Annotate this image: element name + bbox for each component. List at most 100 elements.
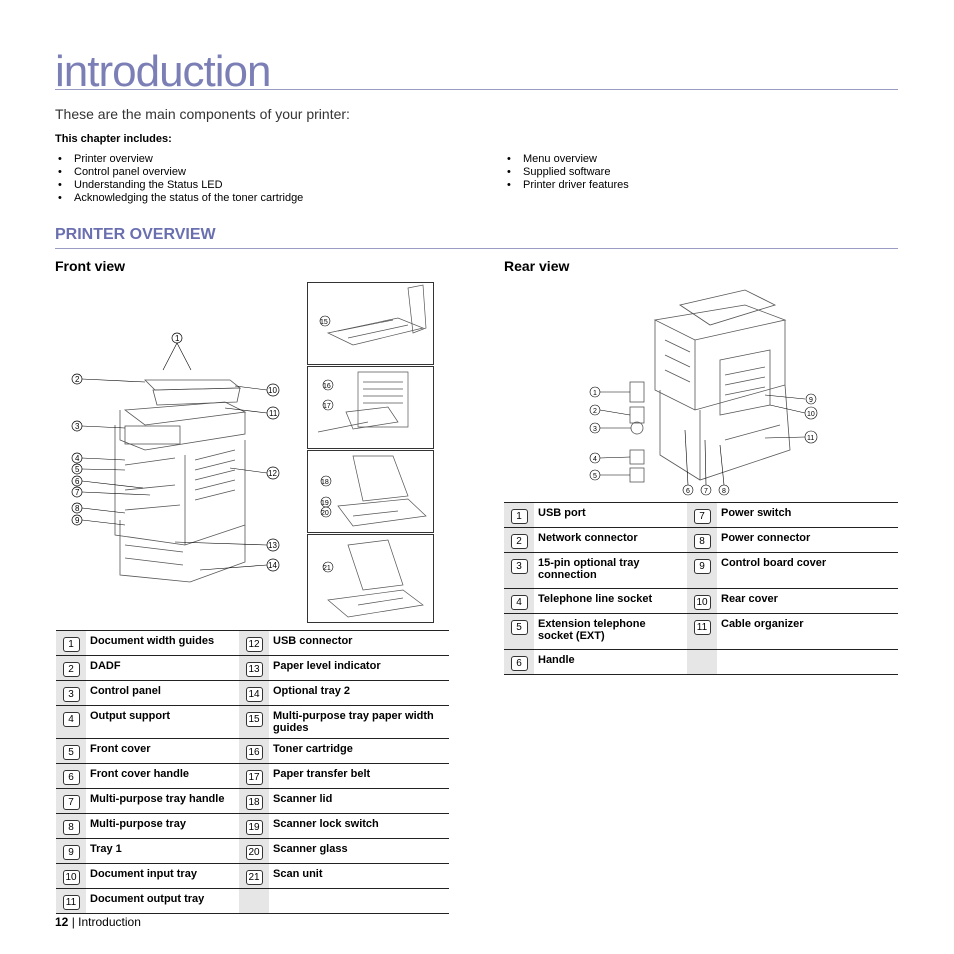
mp-tray-detail-image: 15 xyxy=(307,282,434,365)
footer-chapter: Introduction xyxy=(78,915,141,929)
front-callout-label: 1 xyxy=(175,334,180,343)
number-cell: 8 xyxy=(56,813,86,839)
item-number: 18 xyxy=(245,795,263,810)
rear-callout-label: 1 xyxy=(593,390,597,397)
item-number: 7 xyxy=(693,509,711,524)
toc-left-list: Printer overview Control panel overview … xyxy=(55,153,303,205)
number-cell: 6 xyxy=(504,649,534,675)
number-cell: 10 xyxy=(56,863,86,889)
item-number: 3 xyxy=(62,687,80,702)
item-label: Network connector xyxy=(538,532,638,544)
item-number: 2 xyxy=(62,662,80,677)
item-number: 20 xyxy=(245,845,263,860)
label-cell: Front cover xyxy=(86,738,239,764)
label-cell xyxy=(269,888,449,914)
rear-view-heading: Rear view xyxy=(504,258,570,274)
number-cell: 5 xyxy=(504,613,534,650)
label-cell: USB port xyxy=(534,502,687,528)
label-cell: Rear cover xyxy=(717,588,898,614)
front-callout-label: 4 xyxy=(75,454,80,463)
item-label: Cable organizer xyxy=(721,618,804,630)
item-number: 11 xyxy=(693,620,711,635)
item-label: Document width guides xyxy=(90,635,215,647)
item-label: 15-pin optional tray connection xyxy=(538,557,640,581)
rear-callout-label: 8 xyxy=(722,488,726,495)
front-callout-label: 2 xyxy=(75,375,80,384)
number-cell: 21 xyxy=(239,863,269,889)
item-label: Control board cover xyxy=(721,557,827,569)
item-number: 6 xyxy=(510,656,528,671)
toc-item[interactable]: Understanding the Status LED xyxy=(55,179,303,192)
rear-callout-label: 4 xyxy=(593,456,597,463)
number-cell: 11 xyxy=(56,888,86,914)
item-label: Multi-purpose tray handle xyxy=(90,793,225,805)
label-cell: USB connector xyxy=(269,630,449,656)
toc-right-list: Menu overview Supplied software Printer … xyxy=(504,153,629,192)
item-label: Extension telephone socket (EXT) xyxy=(538,618,646,642)
number-cell xyxy=(687,649,717,675)
label-cell: Power switch xyxy=(717,502,898,528)
item-label: USB connector xyxy=(273,635,353,647)
front-callout-label: 9 xyxy=(75,516,80,525)
label-cell: Multi-purpose tray handle xyxy=(86,788,239,814)
item-label: Scanner lock switch xyxy=(273,818,379,830)
number-cell: 9 xyxy=(56,838,86,864)
item-label: Tray 1 xyxy=(90,843,122,855)
label-cell: DADF xyxy=(86,655,239,681)
number-cell: 13 xyxy=(239,655,269,681)
rear-callout-label: 2 xyxy=(593,408,597,415)
item-label: Front cover handle xyxy=(90,768,190,780)
item-number: 10 xyxy=(693,595,711,610)
number-cell: 3 xyxy=(56,680,86,706)
label-cell: Multi-purpose tray paper width guides xyxy=(269,705,449,739)
toc-item[interactable]: Control panel overview xyxy=(55,166,303,179)
number-cell: 4 xyxy=(504,588,534,614)
label-cell: Paper level indicator xyxy=(269,655,449,681)
toc-item[interactable]: Acknowledging the status of the toner ca… xyxy=(55,192,303,205)
label-cell: Document width guides xyxy=(86,630,239,656)
rear-view-printer-illustration: 1 2 3 4 5 6 7 8 9 10 11 xyxy=(589,289,818,496)
number-cell: 6 xyxy=(56,763,86,789)
toc-item[interactable]: Printer driver features xyxy=(504,179,629,192)
label-cell: Multi-purpose tray xyxy=(86,813,239,839)
item-number: 16 xyxy=(245,745,263,760)
number-cell: 17 xyxy=(239,763,269,789)
item-label: Multi-purpose tray paper width guides xyxy=(273,710,434,734)
toc-item[interactable]: Menu overview xyxy=(504,153,629,166)
label-cell: Scanner lock switch xyxy=(269,813,449,839)
item-label: Scan unit xyxy=(273,868,323,880)
number-cell: 9 xyxy=(687,552,717,589)
number-cell: 16 xyxy=(239,738,269,764)
item-number: 7 xyxy=(62,795,80,810)
number-cell: 11 xyxy=(687,613,717,650)
number-cell: 7 xyxy=(56,788,86,814)
item-label: USB port xyxy=(538,507,586,519)
front-callout-label: 6 xyxy=(75,477,80,486)
number-cell: 14 xyxy=(239,680,269,706)
label-cell: Scan unit xyxy=(269,863,449,889)
toc-item[interactable]: Supplied software xyxy=(504,166,629,179)
label-cell: Document input tray xyxy=(86,863,239,889)
number-cell xyxy=(239,888,269,914)
front-callout-label: 11 xyxy=(269,409,278,418)
item-number: 5 xyxy=(62,745,80,760)
item-label: Front cover xyxy=(90,743,151,755)
front-callout-label: 13 xyxy=(268,541,277,550)
footer-separator: | xyxy=(68,915,79,929)
label-cell: Handle xyxy=(534,649,687,675)
detail-callout-label: 18 xyxy=(321,479,329,486)
page-title: introduction xyxy=(55,47,271,96)
label-cell: Control board cover xyxy=(717,552,898,589)
item-number: 11 xyxy=(62,895,80,910)
number-cell: 7 xyxy=(687,502,717,528)
number-cell: 1 xyxy=(56,630,86,656)
toc-item[interactable]: Printer overview xyxy=(55,153,303,166)
